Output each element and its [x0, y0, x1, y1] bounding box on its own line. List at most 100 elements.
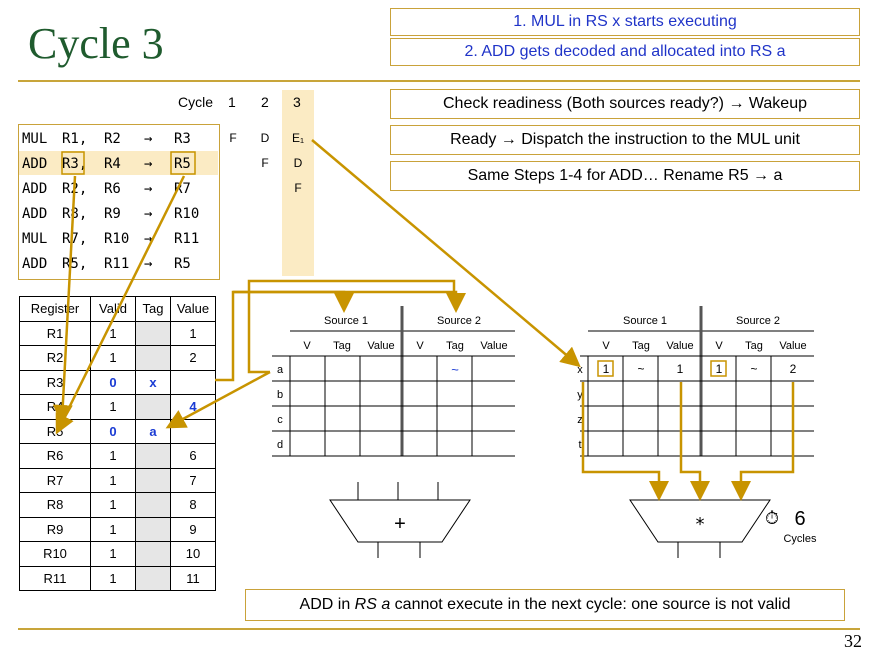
cycle-2: 2	[261, 94, 269, 110]
arrow-to-source2	[233, 290, 466, 313]
instr-op: MUL	[22, 231, 48, 247]
stage-cell: F	[261, 156, 269, 170]
dataflow-arrows	[52, 139, 795, 501]
instr-src1: R5,	[62, 256, 88, 272]
page-title: Cycle 3	[28, 19, 164, 68]
instruction-highlight	[19, 151, 218, 175]
rs-mul-col-value2: Value	[779, 340, 806, 352]
adder-symbol: +	[394, 513, 406, 535]
r3-operand-box	[61, 151, 85, 175]
rs-add-source1-label: Source 1	[324, 315, 368, 327]
arrow-r3-to-regfile	[52, 175, 77, 425]
register-value: 2	[170, 345, 216, 371]
instr-dst: R3	[174, 131, 191, 147]
rs-mul-source1-label: Source 1	[623, 315, 667, 327]
instr-arrow: →	[144, 181, 153, 197]
register-name: R8	[19, 492, 91, 518]
stage-cell: F	[294, 181, 302, 195]
instr-dst: R10	[174, 206, 200, 222]
arrow-a-to-r5	[165, 370, 271, 429]
instr-src2: R2	[104, 131, 121, 147]
register-tag	[135, 320, 171, 346]
rs-add-row-d: d	[277, 439, 283, 451]
instr-op: ADD	[22, 256, 48, 272]
stage-cell: F	[229, 131, 237, 145]
arrow-mul-to-rsx	[311, 139, 581, 368]
instr-src1: R7,	[62, 231, 88, 247]
rs-add-col-tag1: Tag	[333, 340, 351, 352]
footer-divider	[18, 628, 860, 630]
mul-cycles-label: Cycles	[783, 533, 817, 545]
rs-mul-x-value2: 2	[790, 362, 797, 376]
instr-op: ADD	[22, 156, 48, 172]
cycle-1: 1	[228, 94, 236, 110]
footer-note: ADD in RS a cannot execute in the next c…	[245, 589, 845, 621]
register-name: R9	[19, 516, 91, 542]
mul-cycles-value: 6	[794, 508, 805, 530]
instr-src2: R9	[104, 206, 121, 222]
instr-dst: R5	[174, 156, 191, 172]
instr-arrow: →	[144, 131, 153, 147]
instr-dst: R5	[174, 256, 191, 272]
cycle-label: Cycle	[178, 94, 214, 110]
step-wakeup: Check readiness (Both sources ready?) → …	[390, 89, 860, 119]
rs-mul-source2-label: Source 2	[736, 315, 780, 327]
register-name: R7	[19, 467, 91, 493]
rs-add-col-v2: V	[416, 340, 424, 352]
footer-note-italic: RS a	[354, 596, 391, 613]
register-value: 6	[170, 443, 216, 469]
page-number: 32	[844, 631, 862, 651]
rs-add-row-c: c	[277, 414, 283, 426]
adder-unit: +	[329, 482, 471, 558]
r5-operand-box	[170, 151, 196, 175]
instr-arrow: →	[144, 231, 153, 247]
instr-arrow: →	[144, 206, 153, 222]
rs-mul-col-v1: V	[602, 340, 610, 352]
multiplier-symbol: *	[695, 514, 706, 535]
instr-src1: R3,	[62, 156, 88, 172]
instr-src2: R10	[104, 231, 130, 247]
multiplier-unit: * ⏱ 6 Cycles	[629, 499, 817, 558]
tag-col-header: Tag	[135, 296, 171, 322]
arrow-rs-a-loop	[247, 279, 456, 374]
rs-mul-col-tag1: Tag	[632, 340, 650, 352]
rs-add: Source 1 Source 2 V Tag Value V Tag Valu…	[272, 306, 515, 457]
rs-mul-row-z: z	[577, 414, 583, 426]
instr-arrow: →	[144, 256, 153, 272]
note-2: 2. ADD gets decoded and allocated into R…	[390, 38, 860, 66]
instr-src2: R11	[104, 256, 130, 272]
value-col-header: Value	[170, 296, 216, 322]
instr-src2: R6	[104, 181, 121, 197]
instruction-row: ADD R3, R4 → R5	[22, 152, 222, 176]
rs-mul-x-v2: 1	[716, 362, 723, 376]
rs-add-a-src2-tag: ~	[451, 362, 459, 377]
rs-add-col-value1: Value	[367, 340, 394, 352]
rs-add-col-v1: V	[303, 340, 311, 352]
rs-mul-col-value1: Value	[666, 340, 693, 352]
stage-cell: E₁	[291, 131, 305, 145]
arrow-value1-to-mul	[679, 382, 710, 501]
instr-arrow: →	[144, 156, 153, 172]
rs-mul-x-tag2: ~	[750, 362, 757, 376]
stage-cell: D	[293, 156, 303, 170]
arrow-src1-to-mul	[581, 382, 669, 501]
instr-src2: R4	[104, 156, 121, 172]
stage-cell: D	[260, 131, 270, 145]
instr-op: ADD	[22, 181, 48, 197]
cycle-3: 3	[293, 94, 301, 110]
rs-mul: Source 1 Source 2 V Tag Value V Tag Valu…	[577, 306, 814, 457]
rs-mul-x-value1: 1	[677, 362, 684, 376]
arrow-r5-to-regfile	[55, 175, 186, 435]
register-tag	[135, 345, 171, 371]
instr-op: MUL	[22, 131, 48, 147]
register-value: 7	[170, 467, 216, 493]
rs-mul-col-tag2: Tag	[745, 340, 763, 352]
